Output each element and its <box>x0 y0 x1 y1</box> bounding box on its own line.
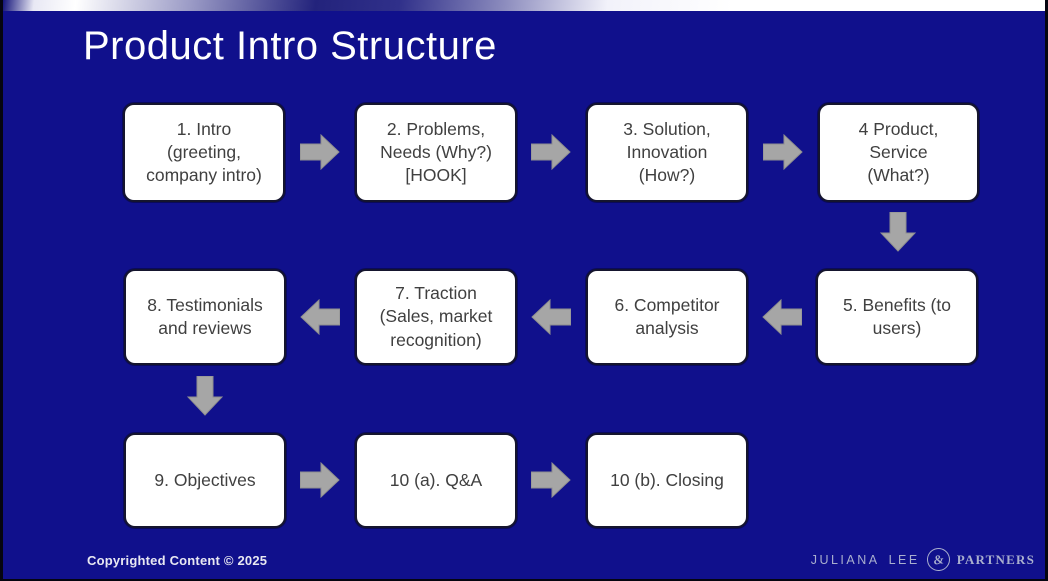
arrow-left-icon <box>300 299 340 335</box>
arrow-right-icon <box>531 134 571 170</box>
flow-box-7-traction: 7. Traction (Sales, market recognition) <box>355 269 517 365</box>
arrow-left-icon <box>762 299 802 335</box>
flow-box-2-problems: 2. Problems, Needs (Why?) [HOOK] <box>355 103 517 202</box>
arrow-right-icon <box>300 134 340 170</box>
flow-box-5-benefits: 5. Benefits (to users) <box>816 269 978 365</box>
flow-box-3-solution: 3. Solution, Innovation (How?) <box>586 103 748 202</box>
flow-box-label: 7. Traction (Sales, market recognition) <box>379 283 493 350</box>
logo-partners: PARTNERS <box>956 551 1035 567</box>
flow-box-label: 1. Intro (greeting, company intro) <box>146 118 262 186</box>
flow-box-label: 5. Benefits (to users) <box>843 294 951 338</box>
arrow-right-icon <box>300 462 340 498</box>
flow-box-label: 10 (b). Closing <box>610 469 724 490</box>
slide-title: Product Intro Structure <box>83 24 497 68</box>
flow-box-label: 4 Product, Service (What?) <box>858 118 939 186</box>
arrow-left-icon <box>531 299 571 335</box>
arrow-right-icon <box>531 462 571 498</box>
flow-box-label: 6. Competitor analysis <box>614 294 720 338</box>
flow-box-label: 3. Solution, Innovation (How?) <box>623 118 711 186</box>
logo-name-first: JULIANA <box>810 552 880 567</box>
flow-box-label: 8. Testimonials and reviews <box>147 294 263 338</box>
flow-box-1-intro: 1. Intro (greeting, company intro) <box>123 103 285 202</box>
ampersand-glyph: & <box>932 550 945 568</box>
company-logo: JULIANA LEE & PARTNERS <box>811 546 1035 573</box>
flow-box-label: 2. Problems, Needs (Why?) [HOOK] <box>380 118 492 186</box>
logo-name: JULIANA LEE <box>811 553 920 567</box>
flow-box-10b-closing: 10 (b). Closing <box>586 433 748 528</box>
flow-box-4-product: 4 Product, Service (What?) <box>818 103 979 202</box>
arrow-right-icon <box>763 134 803 170</box>
flow-box-9-objectives: 9. Objectives <box>124 433 286 528</box>
top-gradient-bar <box>3 0 1045 11</box>
flow-box-6-competitor: 6. Competitor analysis <box>586 269 748 365</box>
flow-box-label: 10 (a). Q&A <box>389 469 483 490</box>
flow-box-8-testimonials: 8. Testimonials and reviews <box>124 269 286 365</box>
arrow-down-icon <box>187 376 223 416</box>
copyright-text: Copyrighted Content © 2025 <box>87 553 268 568</box>
logo-name-last: LEE <box>888 552 920 567</box>
ampersand-circle-icon: & <box>925 546 952 573</box>
arrow-down-icon <box>880 212 916 252</box>
flow-box-label: 9. Objectives <box>154 469 256 490</box>
flow-box-10a-qna: 10 (a). Q&A <box>355 433 517 528</box>
